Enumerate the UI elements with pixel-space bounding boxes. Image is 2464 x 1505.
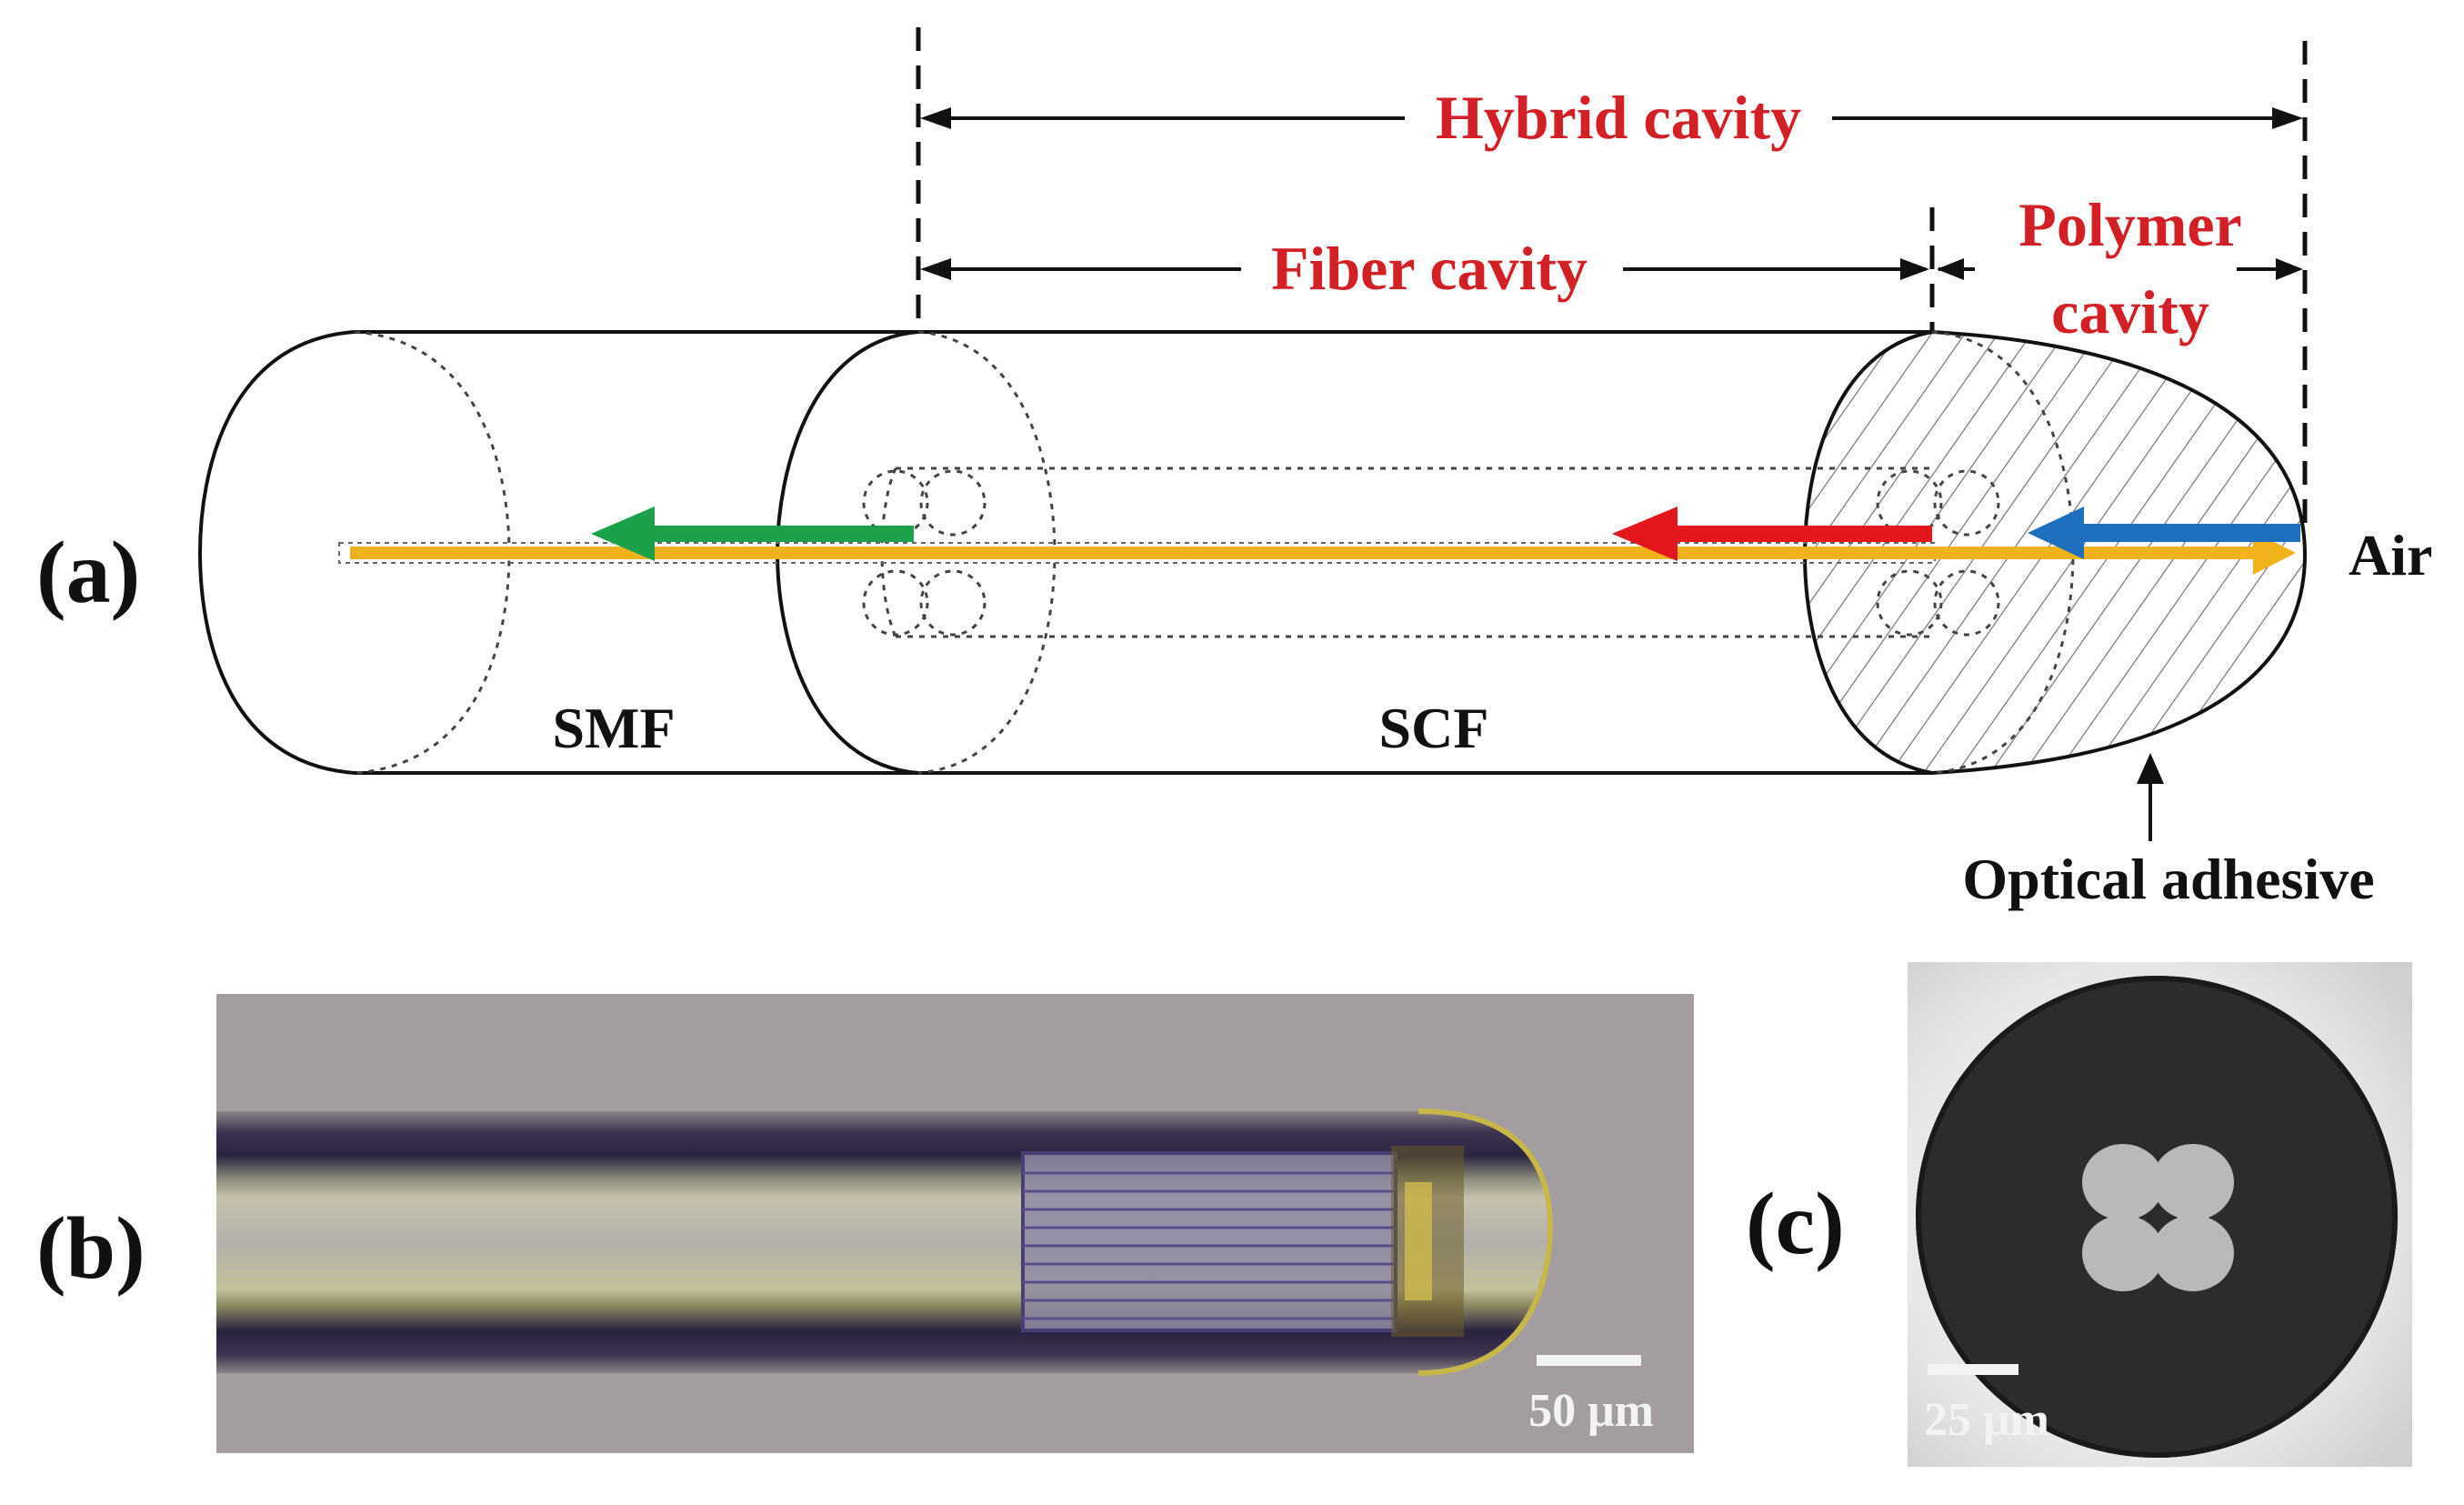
panel-c-label: (c): [1746, 1175, 1845, 1273]
panel-a-label: (a): [36, 524, 140, 622]
air-label: Air: [2349, 523, 2432, 587]
fiber-cavity-dimension: Fiber cavity: [920, 234, 1929, 303]
hybrid-cavity-label: Hybrid cavity: [1436, 83, 1801, 152]
polymer-cavity-label-line1: Polymer: [2018, 190, 2241, 259]
fiber-cavity-label: Fiber cavity: [1271, 234, 1588, 303]
scale-label-b: 50 μm: [1528, 1385, 1654, 1437]
reflected-beam-red: [1612, 507, 1932, 561]
polymer-cavity-label-line2: cavity: [2051, 277, 2209, 346]
smf-left-end: [197, 330, 356, 775]
fiber-micrograph: 50 μm: [216, 994, 1694, 1453]
scale-bar-c: [1928, 1364, 2018, 1375]
cross-section-micrograph: 25 μm: [1908, 962, 2412, 1467]
reflected-beam-blue: [2028, 507, 2300, 559]
scale-bar-b: [1537, 1355, 1641, 1366]
input-beam: [350, 547, 2264, 559]
hybrid-cavity-dimension: Hybrid cavity: [920, 83, 2303, 152]
panel-b: (b): [36, 994, 1694, 1453]
scale-label-c: 25 μm: [1924, 1394, 2049, 1446]
panel-c: (c) 25 μm: [1746, 962, 2412, 1467]
fiber-core: [338, 542, 1936, 564]
polymer-cavity-dimension: Polymer cavity: [1937, 190, 2303, 346]
optical-adhesive-label: Optical adhesive: [1962, 847, 2374, 911]
scf-section-stripes: [1021, 1146, 1464, 1337]
scf-label: SCF: [1379, 696, 1489, 760]
panel-b-label: (b): [36, 1199, 145, 1298]
smf-label: SMF: [552, 696, 675, 760]
reflected-beam-green: [591, 507, 914, 561]
panel-a: (a) Hybrid cavity Fiber cavity Pol: [36, 27, 2432, 911]
